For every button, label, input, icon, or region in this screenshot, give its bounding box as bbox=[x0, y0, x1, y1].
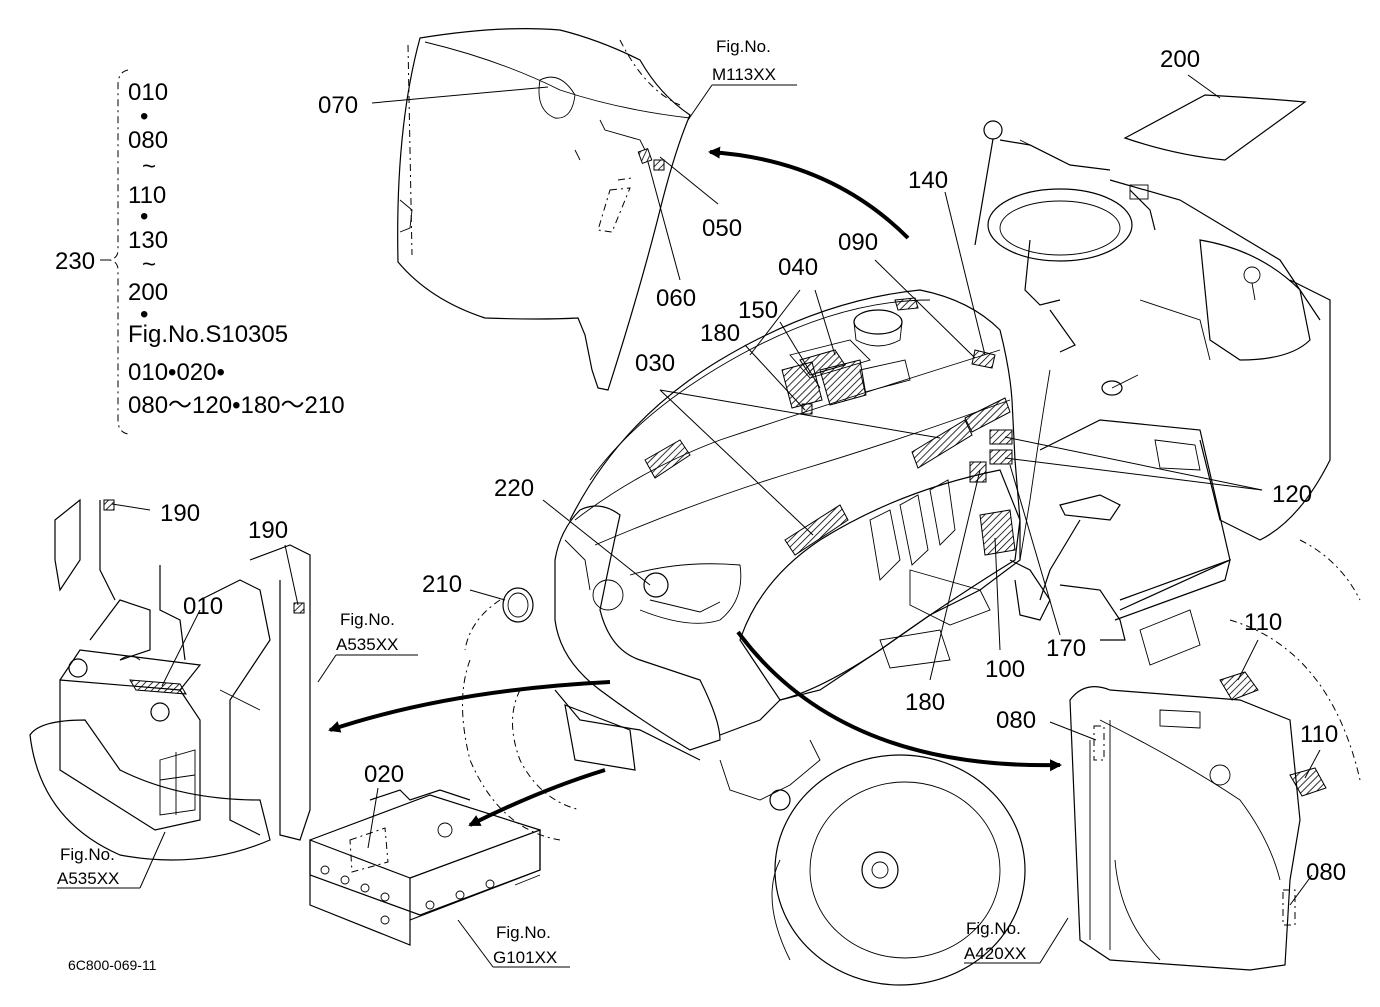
callout-200: 200 bbox=[1160, 46, 1200, 73]
tractor-body bbox=[462, 289, 1361, 986]
list-line: 010 bbox=[128, 79, 168, 106]
callout-140: 140 bbox=[908, 167, 948, 194]
callout-070: 070 bbox=[318, 92, 358, 119]
list-line: Fig.No.S10305 bbox=[128, 321, 288, 348]
front-bracket bbox=[309, 789, 541, 946]
list-line: 130 bbox=[128, 227, 168, 254]
list-line: 110 bbox=[128, 182, 166, 209]
callout-150: 150 bbox=[738, 297, 778, 324]
side-panel bbox=[1069, 671, 1327, 971]
drawing-code: 6C800-069-11 bbox=[68, 957, 157, 973]
callout-100: 100 bbox=[985, 656, 1025, 683]
list-line: • bbox=[140, 103, 148, 130]
fig-ref-label: Fig.No. bbox=[716, 37, 771, 56]
fig-ref-label: Fig.No. bbox=[496, 923, 551, 942]
fig-ref-code: M113XX bbox=[712, 65, 776, 84]
callout-010: 010 bbox=[183, 593, 223, 620]
list-line: ~ bbox=[142, 153, 156, 180]
bracket-label: 230 bbox=[55, 248, 95, 275]
callout-110: 110 bbox=[1300, 721, 1338, 748]
operator-area bbox=[879, 120, 1331, 669]
fender-panel bbox=[397, 28, 691, 391]
callout-110: 110 bbox=[1244, 609, 1282, 636]
emblem bbox=[502, 587, 534, 623]
fig-ref-code: G101XX bbox=[493, 948, 557, 967]
fig-ref-label: Fig.No. bbox=[60, 845, 115, 864]
callout-060: 060 bbox=[656, 285, 696, 312]
fig-ref-label: Fig.No. bbox=[340, 610, 395, 629]
callout-030: 030 bbox=[635, 350, 675, 377]
flow-arrows bbox=[328, 146, 1062, 827]
callout-180: 180 bbox=[700, 320, 740, 347]
fig-ref-label: Fig.No. bbox=[966, 919, 1021, 938]
list-line: 200 bbox=[128, 279, 168, 306]
floor-mat bbox=[1123, 74, 1307, 161]
list-line: • bbox=[140, 301, 148, 328]
figure-references: Fig.No. M113XX Fig.No. A535XX Fig.No. A5… bbox=[57, 37, 1026, 967]
callout-170: 170 bbox=[1046, 635, 1086, 662]
leader-lines bbox=[57, 84, 1321, 968]
callout-050: 050 bbox=[702, 215, 742, 242]
callout-090: 090 bbox=[838, 229, 878, 256]
fig-ref-code: A535XX bbox=[57, 869, 119, 888]
fig-ref-code: A420XX bbox=[964, 944, 1026, 963]
callout-210: 210 bbox=[422, 571, 462, 598]
list-line: • bbox=[140, 203, 148, 230]
callout-020: 020 bbox=[364, 761, 404, 788]
list-line: 010•020• bbox=[128, 359, 225, 386]
callout-080: 080 bbox=[1306, 859, 1346, 886]
callout-180: 180 bbox=[905, 689, 945, 716]
callout-120: 120 bbox=[1272, 481, 1312, 508]
list-line: 080～120•180～210 bbox=[128, 392, 345, 419]
battery-assembly bbox=[29, 498, 311, 861]
list-bracket bbox=[109, 69, 129, 435]
callout-190: 190 bbox=[248, 517, 288, 544]
bracket-list: 230 010 • 080 ~ 110 • 130 ~ 200 • Fig.No… bbox=[55, 69, 345, 435]
list-line: 080 bbox=[128, 127, 168, 154]
callout-080: 080 bbox=[996, 707, 1036, 734]
callout-040: 040 bbox=[778, 254, 818, 281]
callouts: 070 050 060 030 040 150 180 090 140 200 … bbox=[160, 46, 1346, 886]
callout-220: 220 bbox=[494, 475, 534, 502]
list-line: ~ bbox=[142, 251, 156, 278]
fig-ref-code: A535XX bbox=[336, 635, 398, 654]
callout-190: 190 bbox=[160, 500, 200, 527]
